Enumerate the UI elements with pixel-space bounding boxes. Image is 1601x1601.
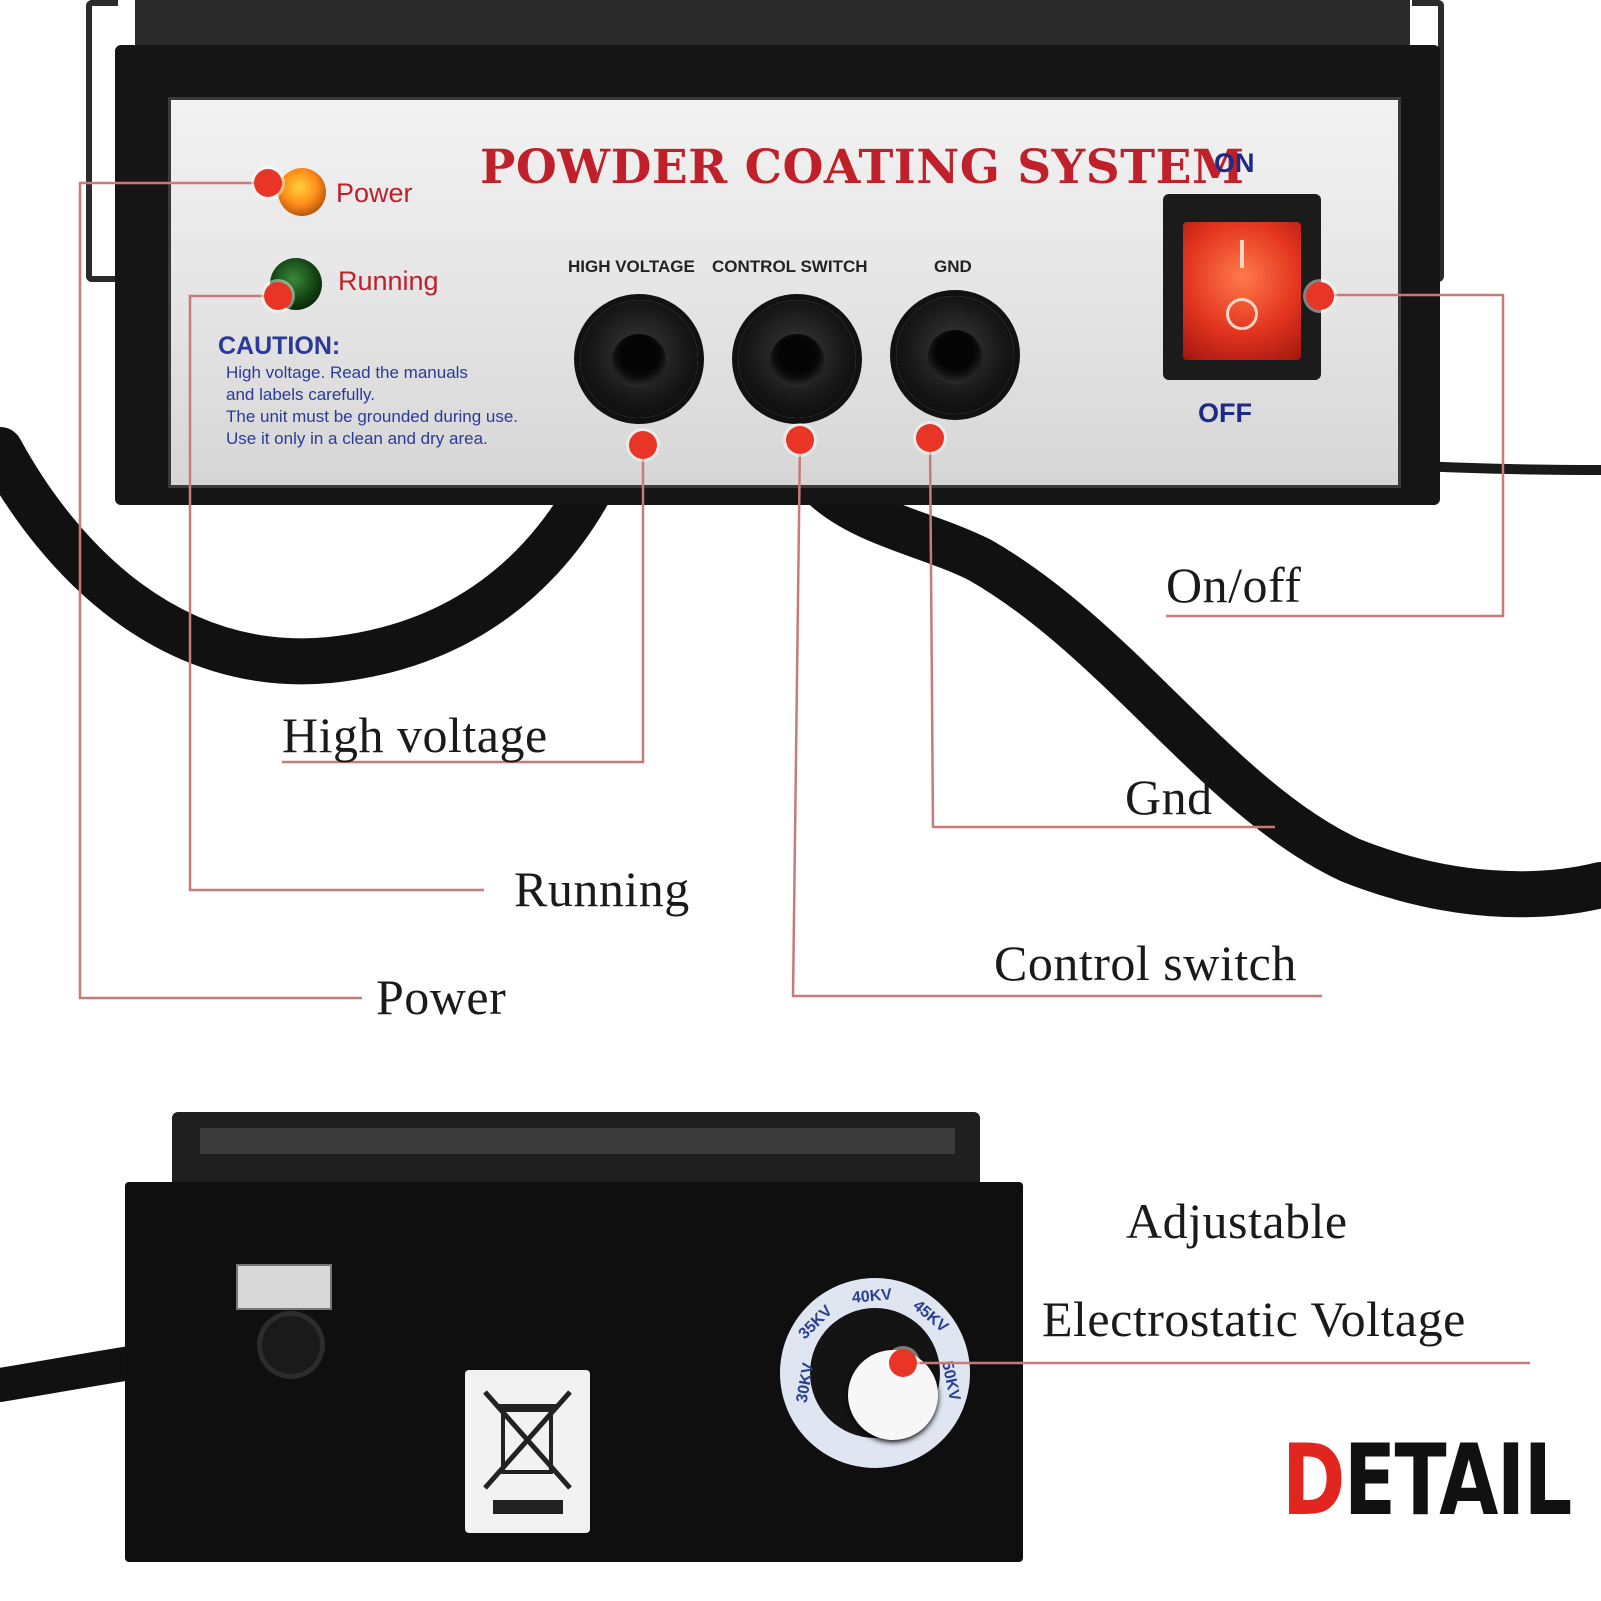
bottom-tray-lip <box>200 1128 955 1154</box>
detail-badge: DETAIL <box>1282 1424 1573 1538</box>
caution-line: and labels carefully. <box>226 385 375 404</box>
caution-line: Use it only in a clean and dry area. <box>226 429 488 448</box>
on-off-marker-dot <box>1306 282 1334 310</box>
switch-on-mark-icon <box>1240 240 1244 268</box>
running-marker-dot <box>264 282 292 310</box>
gnd-port[interactable] <box>896 296 1014 414</box>
gnd-marker-dot <box>916 424 944 452</box>
leader-high-voltage <box>282 445 645 764</box>
switch-off-label: OFF <box>1198 398 1252 428</box>
control-switch-port-label: CONTROL SWITCH <box>712 257 868 276</box>
gnd-callout: Gnd <box>1125 769 1213 825</box>
leader-running <box>188 294 484 892</box>
high-voltage-port-label: HIGH VOLTAGE <box>568 257 695 276</box>
detail-first-letter: D <box>1282 1424 1345 1538</box>
caution-line: The unit must be grounded during use. <box>226 407 519 426</box>
leader-control-switch <box>791 439 1322 998</box>
control-switch-callout: Control switch <box>994 935 1297 991</box>
panel-title: POWDER COATING SYSTEM <box>480 140 1245 195</box>
left-handle <box>86 0 118 282</box>
leader-power <box>78 181 362 1000</box>
port-opening <box>770 334 824 388</box>
voltage-marker-dot <box>889 1349 917 1377</box>
switch-off-mark-icon <box>1226 298 1258 330</box>
adjustable-callout-line2: Electrostatic Voltage <box>1042 1291 1466 1347</box>
fuse-holder <box>236 1264 332 1310</box>
control-switch-cable <box>757 377 1601 918</box>
power-led-label: Power <box>336 178 413 208</box>
control-switch-marker-dot <box>786 426 814 454</box>
weee-label <box>465 1370 590 1533</box>
control-switch-port[interactable] <box>738 300 856 418</box>
running-callout: Running <box>514 861 690 917</box>
port-opening <box>612 334 666 388</box>
power-marker-dot <box>254 169 282 197</box>
on-off-callout: On/off <box>1166 557 1302 613</box>
high-voltage-port[interactable] <box>580 300 698 418</box>
high-voltage-callout: High voltage <box>282 707 548 763</box>
power-callout: Power <box>376 969 507 1025</box>
switch-on-label: ON <box>1214 148 1255 178</box>
adjustable-callout-line1: Adjustable <box>1126 1193 1348 1249</box>
port-opening <box>928 330 982 384</box>
caution-line: High voltage. Read the manuals <box>226 363 468 382</box>
power-led-icon <box>278 168 326 216</box>
power-inlet-socket <box>262 1316 320 1374</box>
detail-rest: ETAIL <box>1343 1424 1573 1538</box>
gnd-port-label: GND <box>934 257 972 276</box>
leader-gnd <box>928 437 1275 829</box>
leader-on-off <box>1166 293 1505 618</box>
running-led-label: Running <box>338 266 439 296</box>
recycle-bin-crossed-icon <box>483 1390 572 1514</box>
high-voltage-marker-dot <box>629 431 657 459</box>
caution-title: CAUTION: <box>218 332 341 360</box>
